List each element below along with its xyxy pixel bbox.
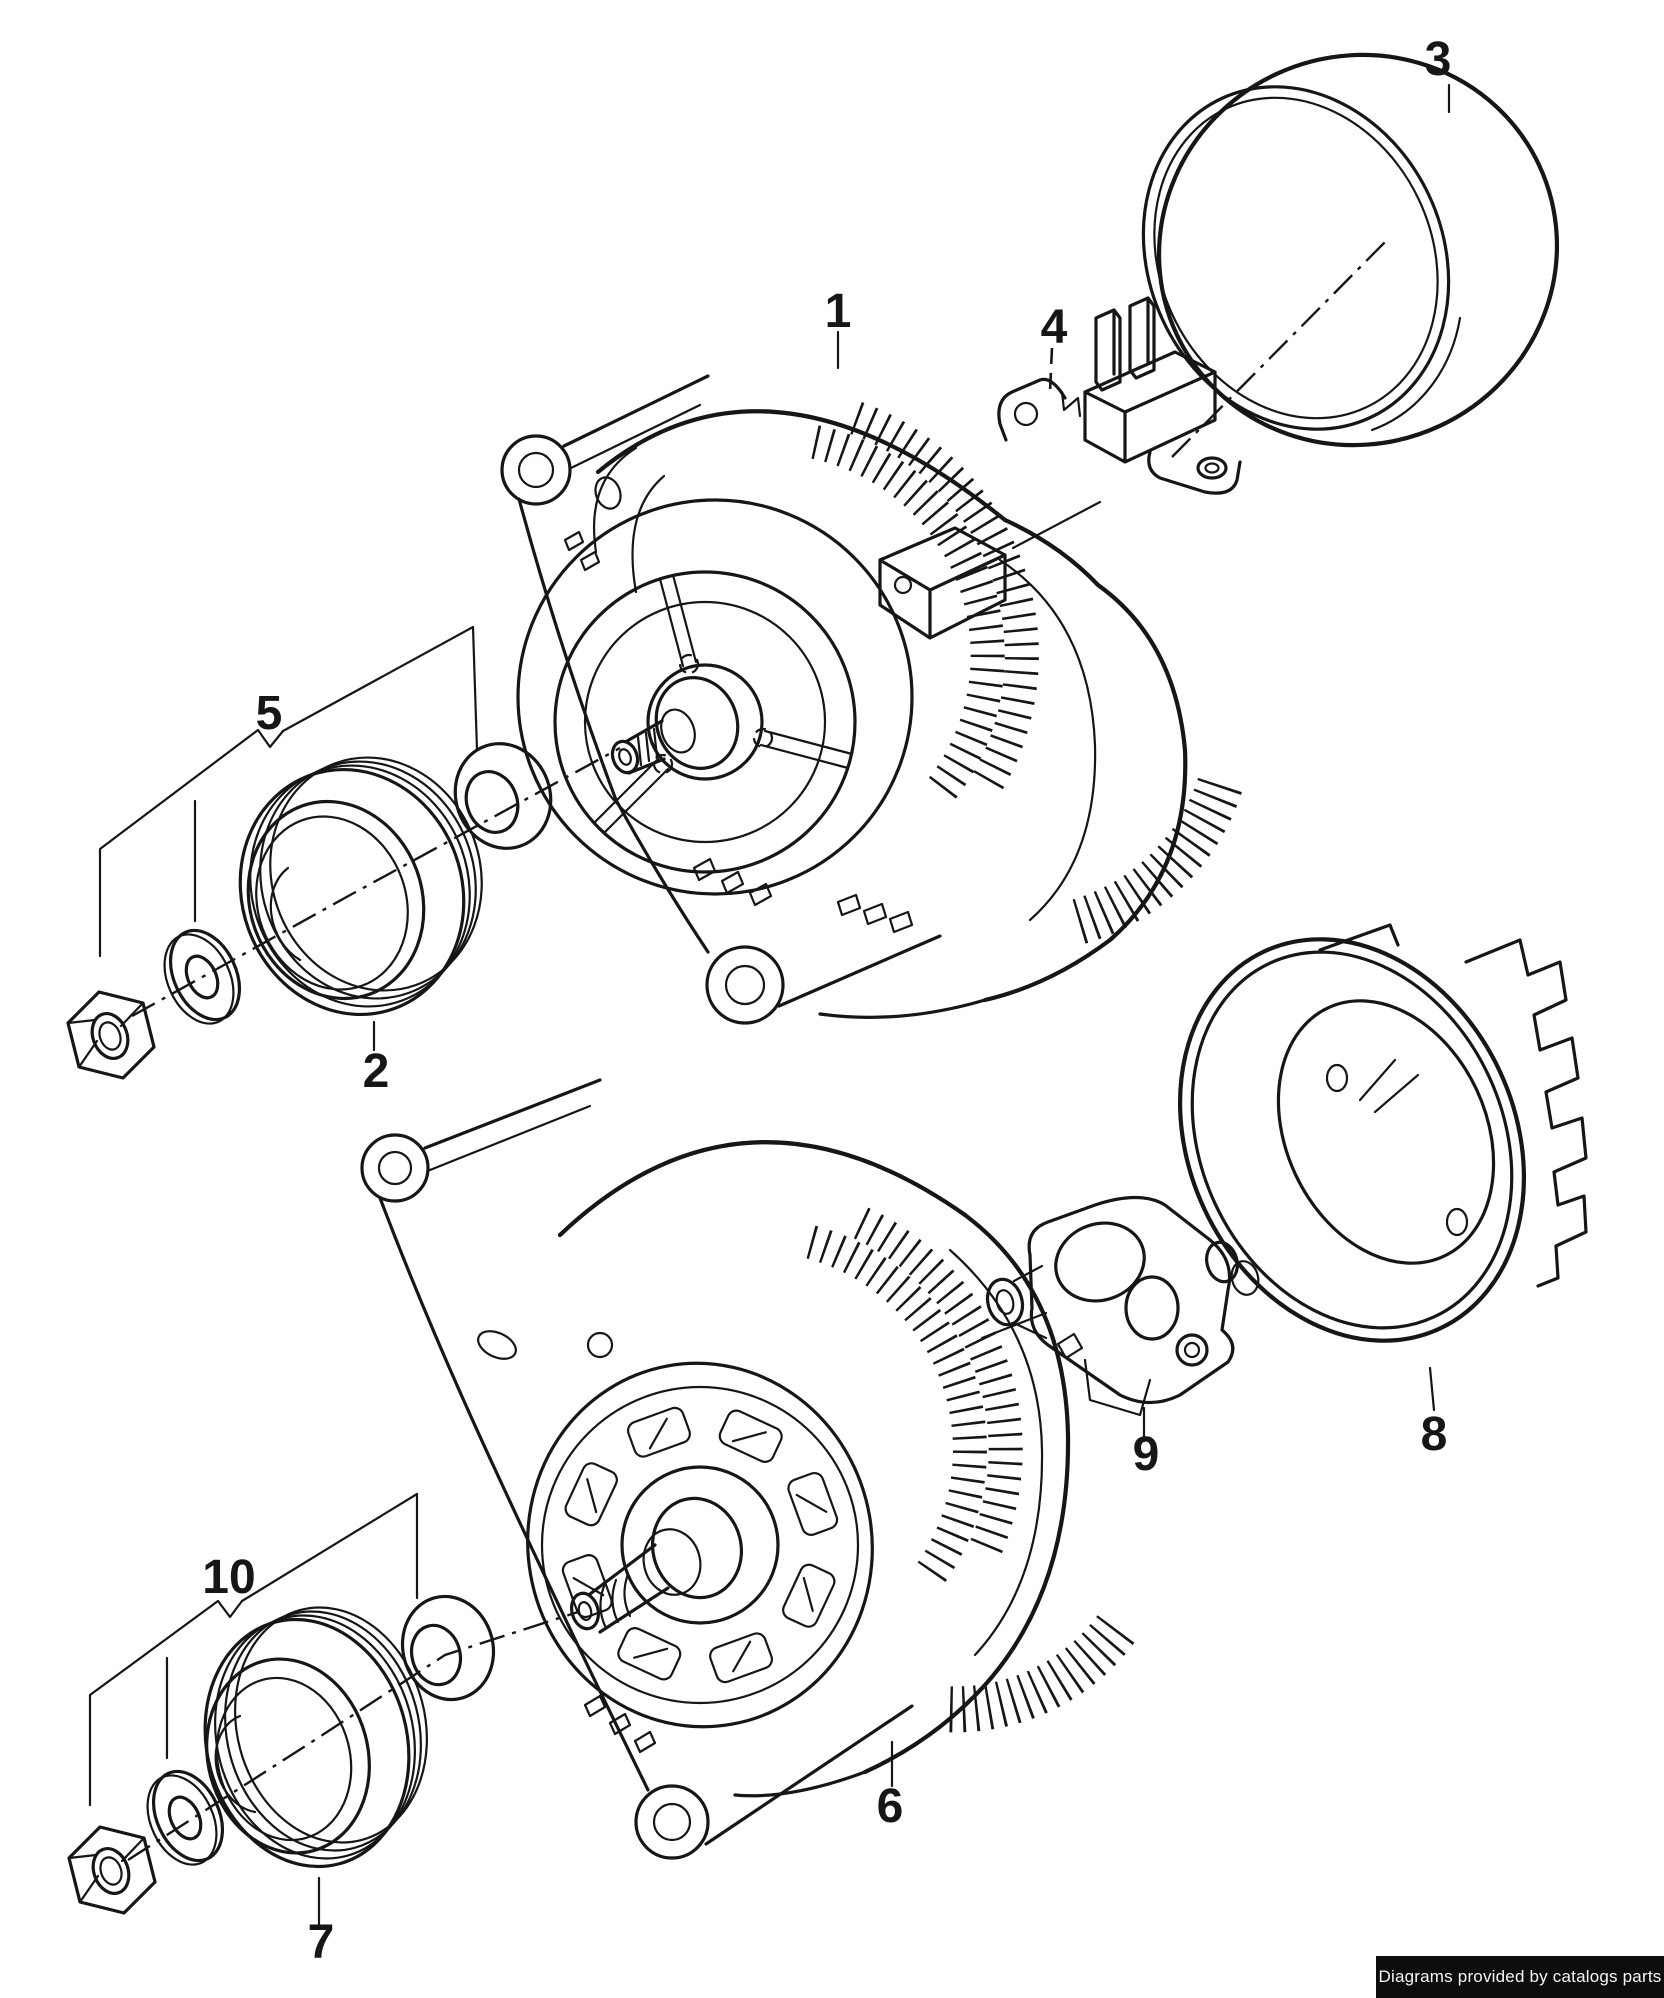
- mounting-ear-bottom: [634, 1784, 710, 1860]
- bracket-right-arm: [281, 625, 479, 752]
- part-2-pulley: [238, 756, 483, 1017]
- plate-slot: [477, 1330, 517, 1360]
- fan-wedge-windows: [561, 1406, 839, 1684]
- spacer-bushing: [400, 1594, 496, 1702]
- terminal-block: [878, 526, 1007, 640]
- pulley-bore: [269, 866, 302, 962]
- regulator-foot: [1083, 1358, 1152, 1417]
- rear-fins: [941, 1614, 1135, 1733]
- brush-oval: [1054, 1221, 1146, 1303]
- part-9-voltage-regulator: [985, 1195, 1260, 1417]
- bracket-chevron: [256, 728, 285, 749]
- hub: [646, 663, 764, 781]
- part-label-7: 7: [308, 1916, 335, 1969]
- axis-line: [131, 746, 621, 1018]
- footer-credit-text: Diagrams provided by catalogs parts: [1378, 1967, 1662, 1986]
- brush-oval: [1124, 1275, 1180, 1341]
- part-label-2: 2: [363, 1045, 390, 1098]
- spacer-bushing: [453, 742, 553, 850]
- link-to-regulator: [1011, 500, 1102, 550]
- part-label-6: 6: [877, 1780, 904, 1833]
- fan-fins: [811, 425, 1005, 806]
- bracket-tab: [997, 377, 1067, 442]
- bolt-hole: [1325, 1063, 1349, 1093]
- plate-hole: [586, 1331, 614, 1359]
- brush-prong: [1128, 296, 1156, 380]
- leader-lines: [317, 83, 1451, 1927]
- fan-fins: [853, 1207, 1023, 1564]
- vent-slots: [692, 857, 773, 907]
- mounting-ear-top: [500, 434, 572, 506]
- inner-back-rim: [1370, 316, 1462, 432]
- leader-line-8: [1428, 1366, 1436, 1412]
- rear-fins: [1067, 777, 1242, 946]
- part-label-10: 10: [202, 1551, 255, 1604]
- mounting-ear-top: [360, 1133, 430, 1203]
- plate-hole: [594, 476, 622, 510]
- vent-slots: [836, 893, 914, 934]
- link-to-regulator: [980, 1311, 1048, 1340]
- bracket-chevron: [216, 1599, 244, 1619]
- hub: [650, 1496, 744, 1600]
- bracket-left-arm: [98, 728, 260, 958]
- spoke: [658, 573, 698, 668]
- shaft-threads: [599, 1572, 632, 1630]
- footer-credit-bar: Diagrams provided by catalogs parts: [1376, 1956, 1664, 1998]
- regulator-body: [1027, 1195, 1235, 1405]
- spoke: [759, 729, 854, 770]
- part-8-rear-cover: [1177, 923, 1588, 1343]
- part-label-4: 4: [1041, 301, 1068, 354]
- shaft-threads: [636, 727, 659, 767]
- part-6-alternator: [360, 1078, 1135, 1860]
- part-7-pulley: [203, 1606, 428, 1869]
- fan-guard: [526, 1361, 874, 1729]
- bracket-left-arm: [88, 1599, 220, 1807]
- castellated-edge: [1464, 938, 1588, 1288]
- part-label-8: 8: [1421, 1408, 1448, 1461]
- part-10-mounting-kit: [67, 1492, 579, 1915]
- boss: [985, 1277, 1025, 1327]
- part-number-labels: 1 2 3 4 5 6 7 8 9 10: [202, 33, 1451, 1969]
- fan-fins: [806, 1225, 987, 1583]
- part-label-9: 9: [1133, 1428, 1160, 1481]
- axis-line: [1171, 236, 1391, 458]
- stator-ring: [516, 498, 914, 896]
- part-5-mounting-kit: [66, 625, 621, 1080]
- part-3-cover-ring: [1141, 52, 1560, 458]
- shaft: [588, 1543, 670, 1634]
- part-label-3: 3: [1425, 33, 1452, 86]
- vent-slots: [583, 1694, 657, 1754]
- vent-slots: [563, 530, 601, 572]
- part-4-voltage-regulator: [997, 296, 1242, 495]
- part-1-alternator: [500, 374, 1242, 1025]
- inner-face: [1276, 999, 1496, 1265]
- part-label-1: 1: [825, 285, 852, 338]
- regulator-foot: [1147, 450, 1242, 495]
- pulley-bore: [214, 1714, 257, 1814]
- brush-prong: [1094, 308, 1122, 392]
- mounting-ear-bottom: [705, 945, 785, 1025]
- part-label-5: 5: [256, 687, 283, 740]
- top-tab: [1318, 923, 1400, 952]
- bracket-right-arm: [240, 1492, 419, 1603]
- bolt-hole: [1445, 1207, 1469, 1237]
- leader-line-4: [1048, 347, 1054, 393]
- spoke: [592, 757, 670, 835]
